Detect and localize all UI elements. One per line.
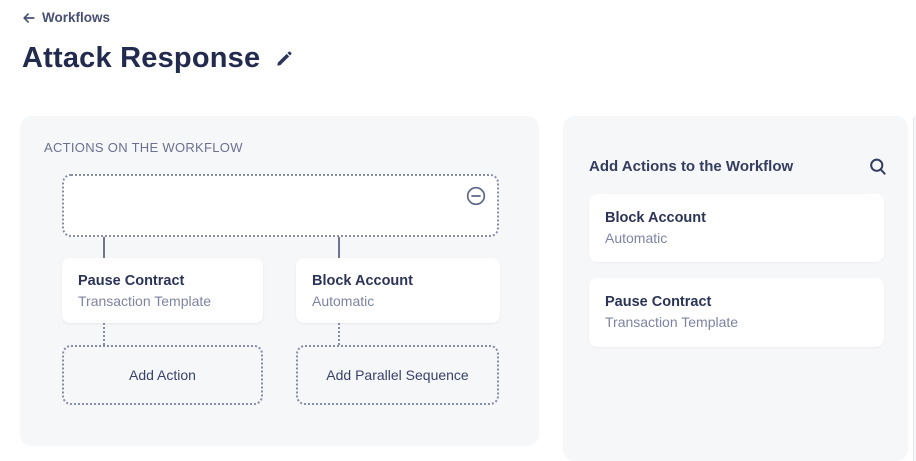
dotted-connector-line: [103, 323, 105, 345]
workflow-node-pause-contract[interactable]: Pause Contract Transaction Template: [62, 258, 263, 323]
library-item-block-account[interactable]: Block Account Automatic: [589, 194, 884, 262]
connector-line: [103, 237, 105, 258]
library-item-title: Pause Contract: [605, 294, 712, 310]
library-title: Add Actions to the Workflow: [589, 158, 794, 175]
library-header: Add Actions to the Workflow: [589, 156, 888, 177]
minus-circle-icon: [466, 186, 486, 209]
add-parallel-sequence-button[interactable]: Add Parallel Sequence: [296, 345, 499, 405]
node-subtitle: Automatic: [312, 293, 375, 309]
action-library-panel: Add Actions to the Workflow Block Accoun…: [563, 116, 908, 461]
add-action-button[interactable]: Add Action: [62, 345, 263, 405]
node-title: Pause Contract: [78, 273, 185, 289]
back-arrow-icon: [22, 11, 36, 25]
remove-node-button[interactable]: [465, 185, 487, 207]
pencil-icon: [275, 51, 294, 71]
library-item-title: Block Account: [605, 210, 706, 226]
node-title: Block Account: [312, 273, 413, 289]
search-icon: [868, 158, 888, 180]
workflow-canvas-panel: ACTIONS ON THE WORKFLOW Pause Contract T…: [20, 116, 539, 446]
edit-title-button[interactable]: [275, 49, 294, 68]
dotted-connector-line: [338, 323, 340, 345]
library-item-subtitle: Transaction Template: [605, 314, 739, 330]
connector-line: [338, 237, 340, 258]
search-button[interactable]: [868, 156, 888, 177]
page-title-row: Attack Response: [22, 42, 294, 75]
back-link[interactable]: Workflows: [22, 10, 110, 25]
node-subtitle: Transaction Template: [78, 293, 212, 309]
page-title: Attack Response: [22, 42, 261, 74]
library-item-pause-contract[interactable]: Pause Contract Transaction Template: [589, 278, 884, 347]
workflow-root-node[interactable]: [62, 174, 499, 237]
workflow-panel-label: ACTIONS ON THE WORKFLOW: [44, 140, 243, 155]
workflow-node-block-account[interactable]: Block Account Automatic: [296, 258, 500, 323]
back-label: Workflows: [42, 10, 111, 25]
library-item-subtitle: Automatic: [605, 230, 668, 246]
adjacent-panel-edge: [913, 116, 916, 461]
